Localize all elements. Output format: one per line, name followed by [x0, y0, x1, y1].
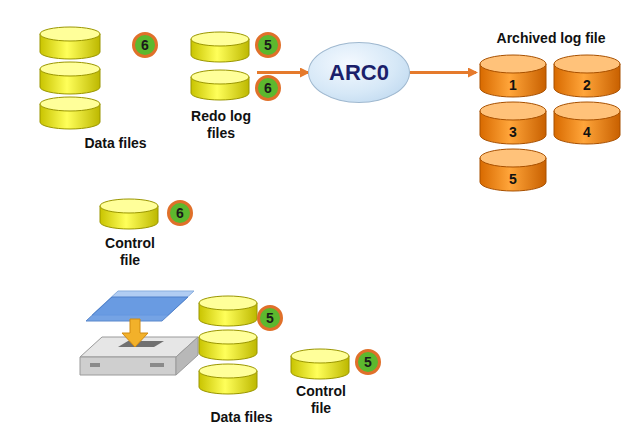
cylinder-top [100, 199, 158, 213]
cylinder-top [40, 62, 100, 76]
file-label: Archived log file [476, 30, 626, 47]
callout-number: 5 [255, 32, 281, 58]
file-label: Control file [285, 383, 357, 417]
callout-number: 6 [167, 200, 193, 226]
flow-arrow [410, 71, 476, 74]
redo-log-group: Redo log files [185, 28, 257, 144]
archived-log: 5 [480, 149, 546, 193]
tape-drive-illustration [78, 283, 203, 393]
cylinder-top [480, 149, 546, 167]
archived-log: 3 [480, 102, 546, 146]
callout-number: 6 [132, 32, 158, 58]
cylinder-top [199, 330, 257, 344]
cylinder-top [554, 55, 620, 73]
log-number: 2 [554, 73, 620, 97]
cylinder-top [199, 296, 257, 310]
log-number: 5 [480, 167, 546, 191]
cylinder-top [199, 364, 257, 378]
log-number: 4 [554, 120, 620, 144]
file-label: Data files [199, 409, 284, 426]
flow-arrow [257, 71, 308, 74]
file-label: Redo log files [185, 108, 257, 142]
archive-group: Archived log file 12345 [476, 30, 636, 194]
archived-log: 2 [554, 55, 620, 99]
file-label: Control file [95, 235, 165, 269]
process-name: ARC0 [309, 43, 409, 102]
backup-control-file: Control file [285, 345, 357, 423]
cylinder-top [291, 349, 349, 363]
cylinder-top [191, 70, 249, 84]
archived-log: 4 [554, 102, 620, 146]
cylinder-top [554, 102, 620, 120]
file-label: Data files [73, 135, 158, 152]
callout-number: 5 [257, 305, 283, 331]
callout-number: 6 [255, 75, 281, 101]
cylinder-top [191, 32, 249, 46]
archived-log: 1 [480, 55, 546, 99]
log-number: 1 [480, 73, 546, 97]
archiver-process: ARC0 [308, 42, 410, 103]
log-number: 3 [480, 120, 546, 144]
control-file: Control file [95, 195, 165, 273]
cylinder-top [40, 27, 100, 41]
cylinder-top [40, 97, 100, 111]
callout-number: 5 [355, 349, 381, 375]
cylinder-top [480, 55, 546, 73]
cylinder-top [480, 102, 546, 120]
